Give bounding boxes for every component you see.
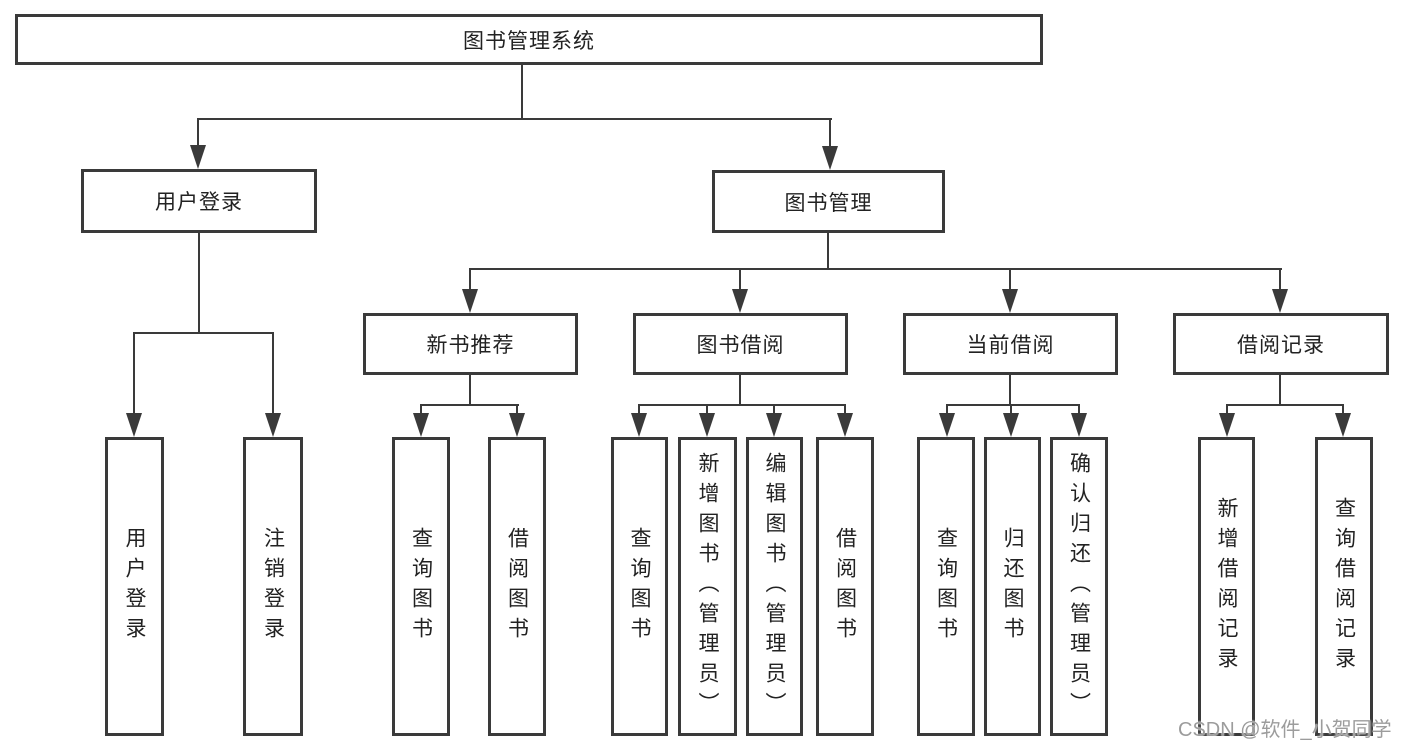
leaf-query-books-current: 查询图书 xyxy=(917,437,975,736)
node-label: 查询图书 xyxy=(934,526,958,647)
arrowhead xyxy=(413,413,429,437)
connector-line xyxy=(773,404,775,416)
arrowhead xyxy=(1335,413,1351,437)
connector-line xyxy=(1342,404,1344,416)
leaf-borrow-books-recommend: 借阅图书 xyxy=(488,437,546,736)
arrowhead xyxy=(837,413,853,437)
arrowhead xyxy=(1003,413,1019,437)
connector-line xyxy=(133,332,135,415)
arrowhead xyxy=(939,413,955,437)
leaf-confirm-return-admin: 确认归还（管理员） xyxy=(1050,437,1108,736)
connector-line xyxy=(272,332,274,415)
connector-line xyxy=(420,404,519,406)
arrowhead xyxy=(190,145,206,169)
node-label: 新书推荐 xyxy=(426,334,515,357)
node-label: 归还图书 xyxy=(1001,526,1024,647)
arrowhead xyxy=(265,413,281,437)
connector-line xyxy=(638,404,640,416)
node-label: 图书管理 xyxy=(784,191,873,215)
connector-line xyxy=(469,268,471,291)
node-label: 用户登录 xyxy=(123,526,146,647)
leaf-add-borrow-record: 新增借阅记录 xyxy=(1198,437,1255,736)
leaf-query-borrow-record: 查询借阅记录 xyxy=(1315,437,1373,736)
connector-line xyxy=(1078,404,1080,416)
connector-line xyxy=(844,404,846,416)
node-current-borrow: 当前借阅 xyxy=(903,313,1118,375)
connector-line xyxy=(133,332,274,334)
node-label: 借阅记录 xyxy=(1237,334,1325,357)
connector-line xyxy=(706,404,708,416)
connector-line xyxy=(197,118,199,147)
leaf-borrow-books: 借阅图书 xyxy=(816,437,874,736)
arrowhead xyxy=(462,289,478,313)
connector-line xyxy=(1009,375,1011,406)
leaf-edit-books-admin: 编辑图书（管理员） xyxy=(746,437,803,736)
node-label: 借阅图书 xyxy=(833,526,857,647)
connector-line xyxy=(1279,268,1281,291)
node-label: 当前借阅 xyxy=(966,334,1055,357)
connector-line xyxy=(469,375,471,406)
node-label: 图书管理系统 xyxy=(463,29,595,53)
node-label: 注销登录 xyxy=(261,526,285,647)
node-label: 查询图书 xyxy=(409,526,433,647)
connector-line xyxy=(197,118,832,120)
leaf-query-books: 查询图书 xyxy=(611,437,668,736)
node-book-management: 图书管理 xyxy=(712,170,945,233)
connector-line xyxy=(516,404,518,416)
node-book-borrow: 图书借阅 xyxy=(633,313,848,375)
connector-line xyxy=(1010,404,1012,416)
connector-line xyxy=(946,404,948,416)
connector-line xyxy=(1226,404,1344,406)
leaf-return-books: 归还图书 xyxy=(984,437,1041,736)
connector-line xyxy=(739,375,741,406)
node-user-login: 用户登录 xyxy=(81,169,317,233)
connector-line xyxy=(521,63,523,120)
arrowhead xyxy=(822,146,838,170)
arrowhead xyxy=(509,413,525,437)
csdn-watermark: CSDN @软件_小贺同学 xyxy=(1178,719,1392,741)
node-label: 图书借阅 xyxy=(696,334,785,357)
node-label: 确认归还（管理员） xyxy=(1067,451,1091,722)
leaf-add-books-admin: 新增图书（管理员） xyxy=(678,437,737,736)
connector-line xyxy=(638,404,846,406)
connector-line xyxy=(827,233,829,270)
connector-line xyxy=(1226,404,1228,416)
arrowhead xyxy=(631,413,647,437)
arrowhead xyxy=(1219,413,1235,437)
node-label: 编辑图书（管理员） xyxy=(763,451,786,722)
arrowhead xyxy=(1272,289,1288,313)
arrowhead xyxy=(1071,413,1087,437)
node-label: 借阅图书 xyxy=(505,526,529,647)
arrowhead xyxy=(766,413,782,437)
node-label: 新增借阅记录 xyxy=(1215,496,1238,677)
connector-line xyxy=(420,404,422,416)
leaf-user-login: 用户登录 xyxy=(105,437,164,736)
node-label: 用户登录 xyxy=(155,191,243,214)
node-label: 查询借阅记录 xyxy=(1332,496,1356,677)
arrowhead xyxy=(126,413,142,437)
connector-line xyxy=(1279,375,1281,406)
connector-line xyxy=(469,268,1282,270)
arrowhead xyxy=(699,413,715,437)
connector-line xyxy=(198,233,200,334)
arrowhead xyxy=(732,289,748,313)
leaf-query-books-recommend: 查询图书 xyxy=(392,437,450,736)
node-borrow-records: 借阅记录 xyxy=(1173,313,1389,375)
node-new-book-recommend: 新书推荐 xyxy=(363,313,578,375)
connector-line xyxy=(1009,268,1011,291)
node-root-system: 图书管理系统 xyxy=(15,14,1043,65)
node-label: 查询图书 xyxy=(628,526,651,647)
connector-line xyxy=(946,404,1080,406)
node-label: 新增图书（管理员） xyxy=(696,451,719,722)
connector-line xyxy=(829,118,831,147)
leaf-logout: 注销登录 xyxy=(243,437,303,736)
connector-line xyxy=(739,268,741,291)
arrowhead xyxy=(1002,289,1018,313)
